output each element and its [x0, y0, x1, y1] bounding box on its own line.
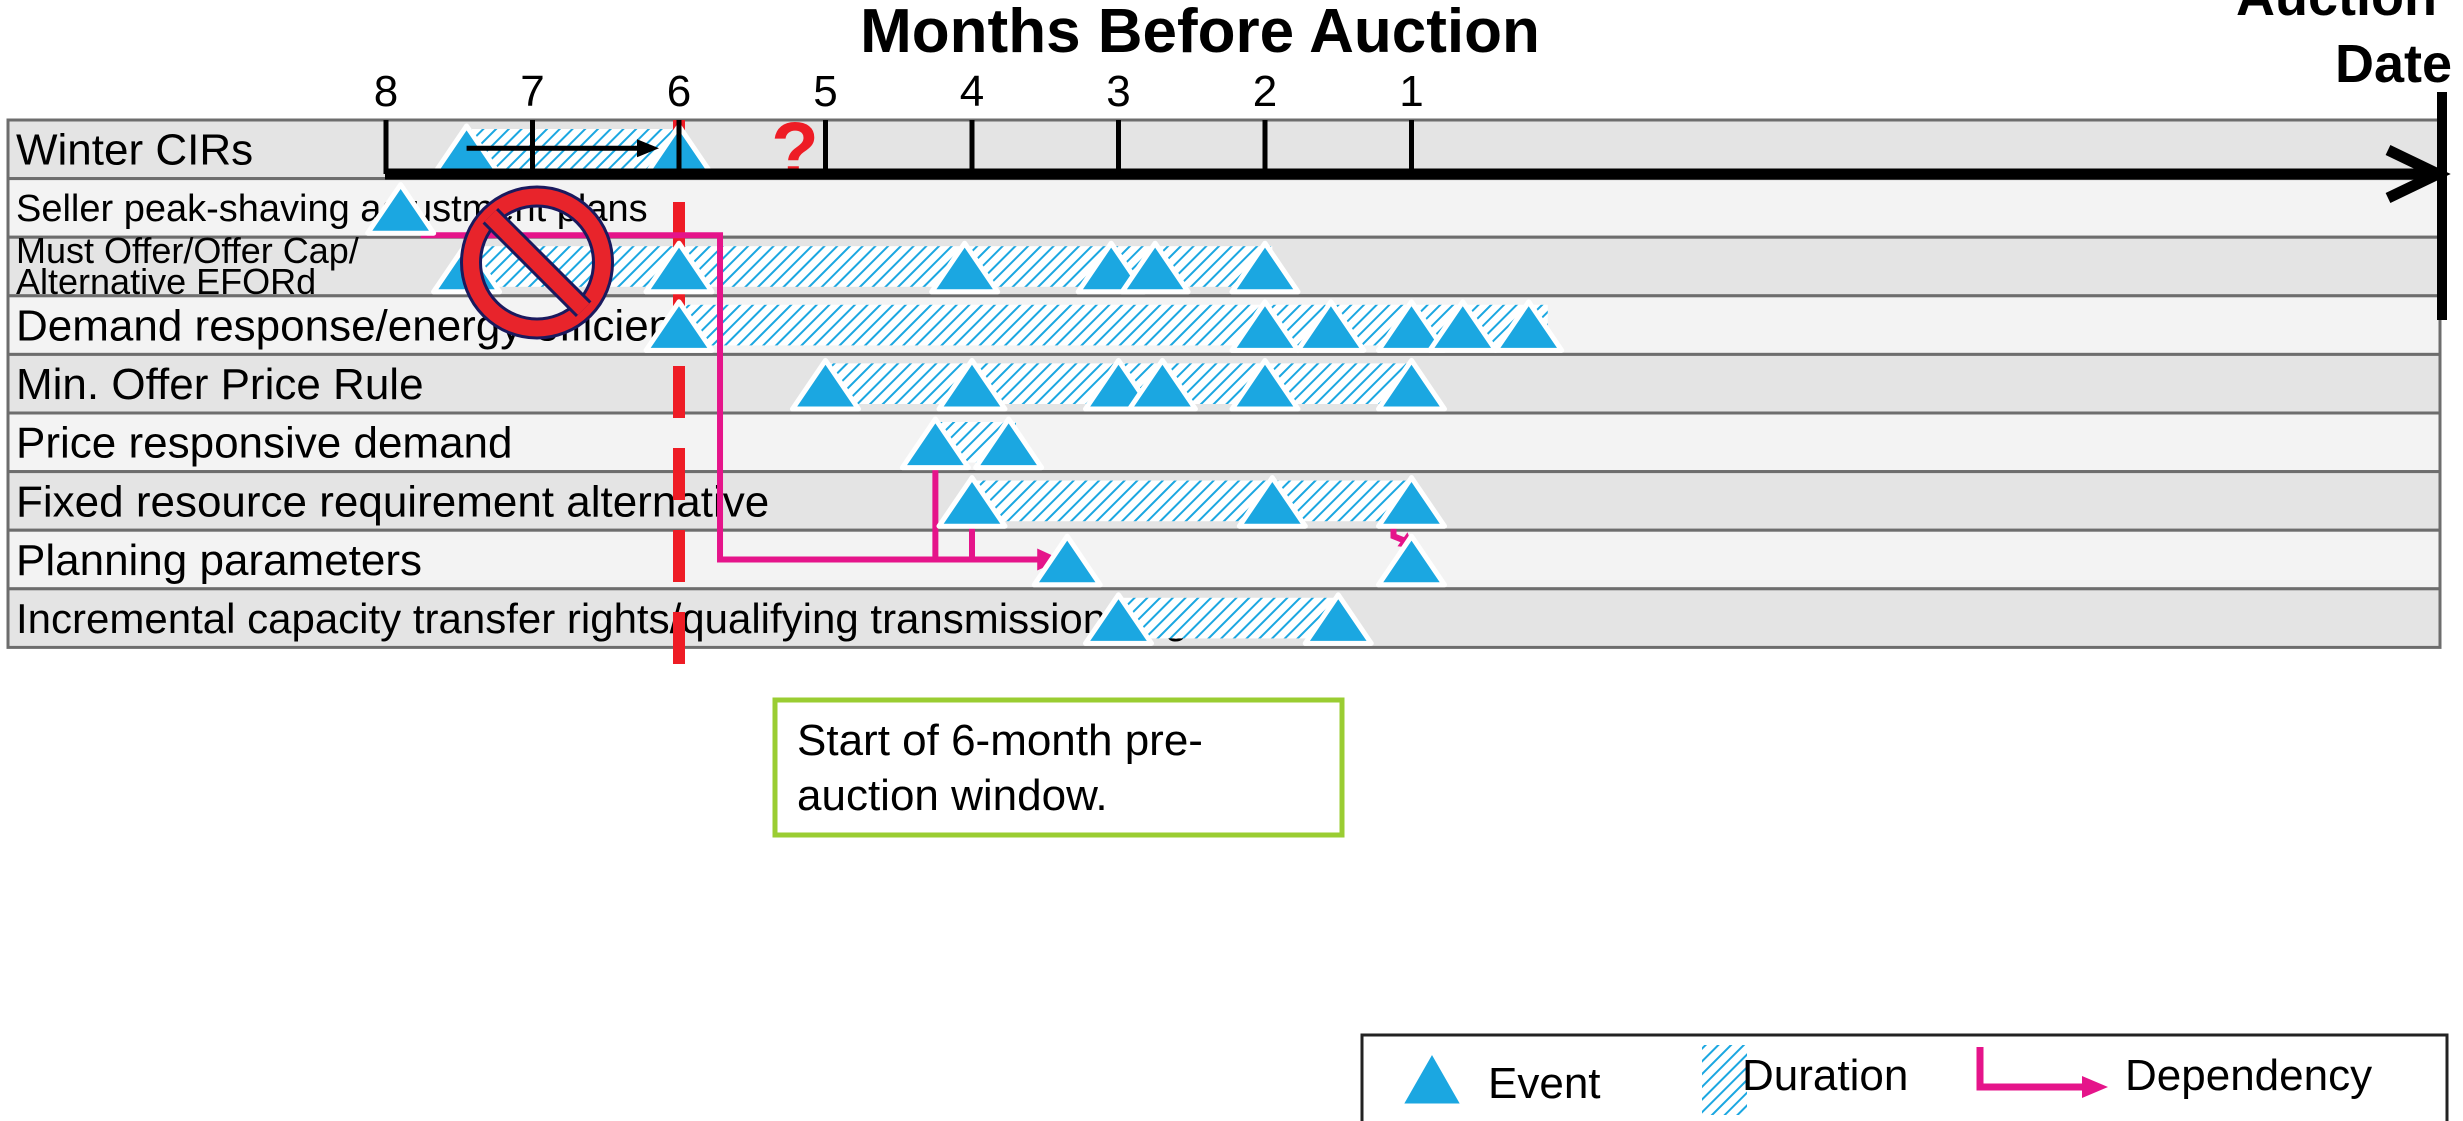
row-label-line: Price responsive demand — [16, 419, 512, 468]
time-axis: Months Before Auction Auction Date 8 7 6 5 4… — [374, 0, 2452, 203]
event-triangle — [643, 240, 715, 295]
no-sign-bar — [484, 210, 590, 315]
event-triangle — [1236, 475, 1308, 529]
axis-tick-label: 2 — [1253, 67, 1277, 116]
axis-tick-label: 8 — [374, 67, 398, 116]
event-triangle — [1376, 299, 1447, 353]
row-label: Fixed resource requirement alternative — [16, 477, 769, 526]
legend: Event Duration Dependency — [1360, 1033, 2449, 1121]
event-triangle — [1295, 299, 1367, 353]
row-label-line: Planning parameters — [16, 536, 422, 585]
event-triangle — [973, 416, 1045, 471]
event-triangle — [643, 299, 715, 353]
axis-tick-label: 1 — [1399, 67, 1423, 116]
legend-duration-icon — [1702, 1045, 1747, 1115]
events-layer — [365, 123, 1565, 646]
event-triangle — [936, 475, 1008, 529]
event-triangle — [1376, 357, 1447, 412]
auction-date-line-1: Auction — [2236, 0, 2437, 27]
event-triangle — [1126, 357, 1198, 412]
event-triangle — [1376, 533, 1447, 588]
row-label: Demand response/energy efficiency — [16, 302, 717, 351]
event-triangle — [1119, 240, 1191, 295]
row-label-line: Winter CIRs — [16, 126, 253, 175]
event-triangle — [1302, 592, 1374, 646]
duration-bar — [972, 480, 1412, 522]
callout: Start of 6-month pre- auction window. — [772, 697, 1345, 838]
event-triangle — [929, 240, 1001, 295]
unknown-link-arrowhead — [637, 139, 659, 158]
row-label: Min. Offer Price Rule — [16, 360, 424, 409]
axis-tick-label: 4 — [960, 67, 984, 116]
row-label: Must Offer/Offer Cap/Alternative EFORd — [16, 230, 359, 302]
auction-date-line-2: Date — [2335, 34, 2452, 94]
axis-tick-label: 5 — [813, 67, 837, 116]
prohibited-icon — [460, 185, 614, 340]
unknown-link-mark: ? — [771, 105, 819, 193]
duration-bar — [1118, 597, 1339, 639]
row-label: Winter CIRs — [16, 126, 253, 175]
legend-duration-label: Duration — [1742, 1051, 1908, 1100]
event-triangle — [1083, 592, 1154, 646]
event-triangle — [936, 357, 1008, 412]
row-label-line: Min. Offer Price Rule — [16, 360, 424, 409]
event-triangle — [1376, 475, 1447, 529]
event-triangle — [1031, 533, 1103, 588]
row-background — [6, 528, 2442, 591]
dependency-line — [1390, 526, 1405, 543]
callout-text: Start of 6-month pre- auction window. — [797, 716, 1215, 820]
axis-title: Months Before Auction — [860, 0, 1540, 66]
legend-dependency-icon — [1976, 1047, 2085, 1091]
callout-line-2: auction window. — [797, 771, 1108, 820]
row-label-line: Demand response/energy efficiency — [16, 302, 717, 351]
row-background — [6, 411, 2442, 474]
event-triangle — [1229, 299, 1301, 353]
axis-tick-label: 6 — [667, 67, 691, 116]
legend-event-label: Event — [1488, 1059, 1601, 1108]
callout-box — [772, 697, 1345, 838]
dependency-line — [420, 232, 1044, 563]
callout-line-1: Start of 6-month pre- — [797, 716, 1203, 765]
legend-dependency-arrowhead — [2082, 1076, 2108, 1098]
event-triangle — [790, 357, 861, 412]
event-triangle — [1229, 357, 1301, 412]
axis-arrowhead — [2385, 145, 2451, 203]
event-triangle — [1427, 299, 1499, 353]
row-label: Planning parameters — [16, 536, 422, 585]
timeline-row: Planning parameters — [6, 528, 2442, 591]
event-triangle — [1493, 299, 1565, 353]
legend-box — [1360, 1033, 2449, 1121]
legend-dependency-label: Dependency — [2125, 1051, 2372, 1100]
auction-date-label: Auction Date — [2236, 0, 2452, 94]
event-triangle — [899, 416, 971, 471]
legend-event-icon — [1397, 1047, 1467, 1109]
event-triangle — [365, 182, 437, 236]
axis-tick-label: 3 — [1106, 67, 1130, 116]
event-triangle — [1229, 240, 1301, 295]
row-label: Price responsive demand — [16, 419, 512, 468]
no-sign-ring — [463, 188, 611, 337]
timeline-row: Price responsive demand — [6, 411, 2442, 474]
row-label-line: Fixed resource requirement alternative — [16, 477, 769, 526]
row-label-line: Incremental capacity transfer rights/qua… — [16, 595, 1293, 642]
axis-tick-label: 7 — [520, 67, 544, 116]
row-label: Incremental capacity transfer rights/qua… — [16, 595, 1293, 642]
row-label-line: Must Offer/Offer Cap/ — [16, 230, 359, 271]
